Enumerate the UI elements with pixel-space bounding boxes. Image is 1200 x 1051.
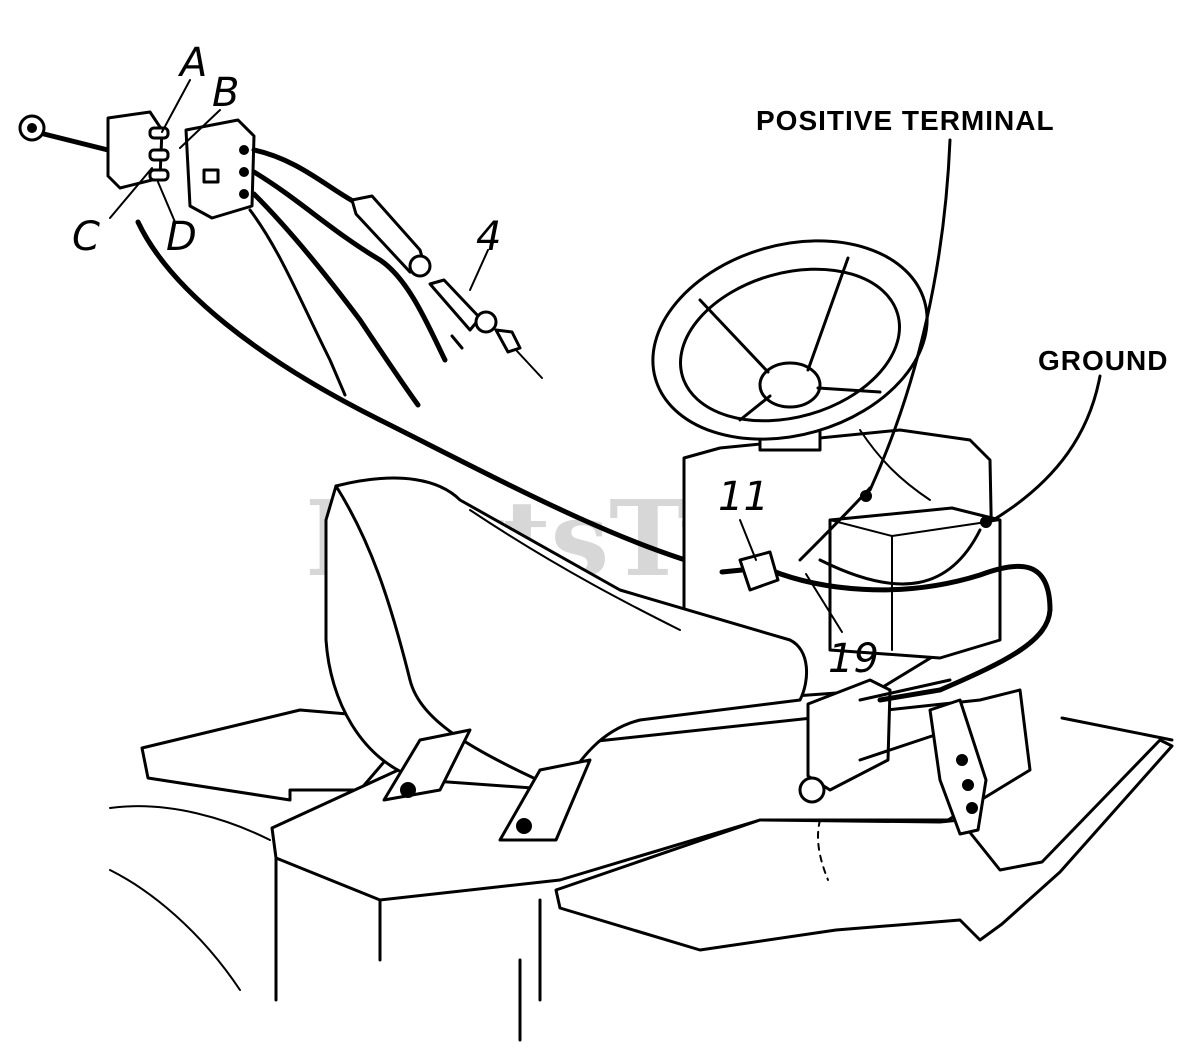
tractor-body <box>109 239 1174 1042</box>
label-letter-c: C <box>72 214 100 260</box>
seat <box>324 476 809 792</box>
label-positive-terminal: POSITIVE TERMINAL <box>756 105 1055 136</box>
label-part-4: 4 <box>476 214 501 260</box>
label-part-19: 19 <box>828 636 879 682</box>
ignition-switch-assembly <box>18 110 723 573</box>
label-letter-b: B <box>212 70 239 116</box>
label-ground: GROUND <box>1038 345 1168 376</box>
label-letter-a: A <box>177 40 207 86</box>
connector-plug <box>184 118 256 220</box>
label-letter-d: D <box>166 214 197 260</box>
label-part-11: 11 <box>718 474 769 520</box>
